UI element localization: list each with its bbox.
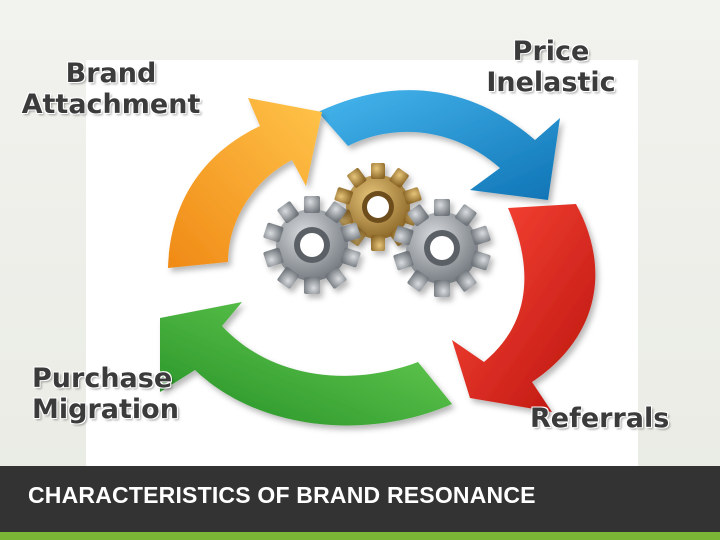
- gear-silver-left-icon: [263, 196, 361, 294]
- label-purchase-line-1: Purchase: [32, 363, 173, 394]
- gear-silver-right-icon: [393, 199, 491, 297]
- label-brand-attachment: Brand Attachment: [8, 58, 214, 120]
- arrow-orange: [168, 98, 322, 268]
- arrow-blue: [318, 90, 560, 200]
- arrow-green: [160, 302, 452, 426]
- label-price-line-1: Price: [512, 36, 590, 67]
- label-referrals: Referrals: [530, 403, 670, 434]
- label-purchase-migration: Purchase Migration: [32, 363, 179, 425]
- footer-bar: CHARACTERISTICS OF BRAND RESONANCE: [0, 466, 720, 532]
- label-purchase-line-2: Migration: [32, 394, 179, 425]
- label-price-line-2: Inelastic: [486, 67, 616, 98]
- label-price-inelastic: Price Inelastic: [478, 36, 624, 98]
- arrow-red: [452, 204, 596, 412]
- label-brand-line-2: Attachment: [21, 89, 201, 120]
- slide-title: CHARACTERISTICS OF BRAND RESONANCE: [28, 482, 536, 508]
- label-brand-line-1: Brand: [65, 58, 157, 89]
- footer-accent-strip: [0, 532, 720, 540]
